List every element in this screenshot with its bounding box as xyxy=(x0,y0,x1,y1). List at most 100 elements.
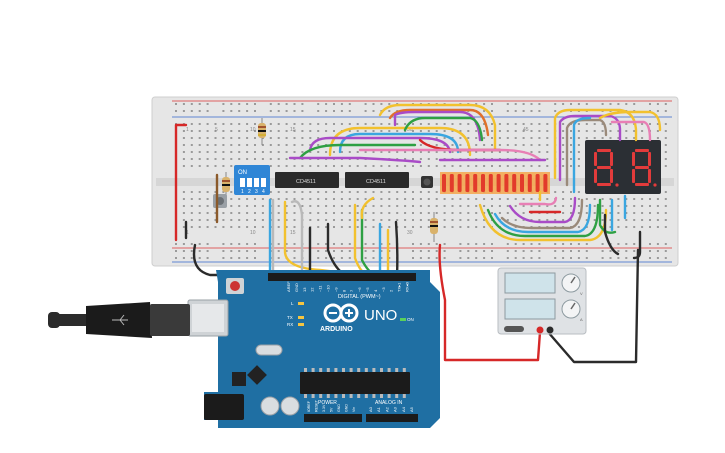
digital-header[interactable] xyxy=(268,273,416,281)
breadboard-hole[interactable] xyxy=(222,130,225,132)
breadboard-hole[interactable] xyxy=(483,243,486,245)
breadboard-hole[interactable] xyxy=(601,130,604,132)
breadboard-hole[interactable] xyxy=(617,250,620,252)
breadboard-hole[interactable] xyxy=(356,151,359,153)
breadboard-hole[interactable] xyxy=(546,130,549,132)
breadboard-hole[interactable] xyxy=(577,205,580,207)
breadboard-hole[interactable] xyxy=(317,257,320,259)
breadboard-hole[interactable] xyxy=(246,144,249,146)
breadboard-hole[interactable] xyxy=(570,219,572,221)
breadboard-hole[interactable] xyxy=(498,144,501,146)
breadboard-hole[interactable] xyxy=(419,165,422,167)
breadboard-hole[interactable] xyxy=(182,151,185,153)
breadboard-hole[interactable] xyxy=(380,130,383,132)
breadboard-hole[interactable] xyxy=(238,151,241,153)
breadboard-hole[interactable] xyxy=(254,212,256,214)
breadboard-hole[interactable] xyxy=(190,137,193,139)
breadboard-hole[interactable] xyxy=(459,165,462,167)
breadboard-hole[interactable] xyxy=(593,198,596,200)
breadboard-hole[interactable] xyxy=(419,144,422,146)
breadboard-hole[interactable] xyxy=(325,219,328,221)
breadboard-hole[interactable] xyxy=(396,123,399,125)
breadboard-hole[interactable] xyxy=(649,257,651,259)
breadboard-hole[interactable] xyxy=(443,205,446,207)
breadboard-hole[interactable] xyxy=(293,151,296,153)
breadboard-hole[interactable] xyxy=(538,110,541,112)
breadboard-hole[interactable] xyxy=(198,198,201,200)
breadboard-hole[interactable] xyxy=(190,110,193,112)
breadboard-hole[interactable] xyxy=(538,144,541,146)
breadboard-hole[interactable] xyxy=(372,226,375,228)
breadboard-hole[interactable] xyxy=(293,123,296,125)
breadboard-hole[interactable] xyxy=(514,103,517,105)
breadboard-hole[interactable] xyxy=(585,250,588,252)
breadboard-hole[interactable] xyxy=(238,226,241,228)
breadboard-hole[interactable] xyxy=(443,226,446,228)
breadboard-hole[interactable] xyxy=(577,257,580,259)
breadboard-hole[interactable] xyxy=(261,144,264,146)
breadboard-hole[interactable] xyxy=(277,130,280,132)
breadboard-hole[interactable] xyxy=(404,198,407,200)
positive-terminal[interactable] xyxy=(536,326,544,334)
breadboard-hole[interactable] xyxy=(475,103,478,105)
breadboard-hole[interactable] xyxy=(570,243,572,245)
breadboard-hole[interactable] xyxy=(372,243,375,245)
breadboard-hole[interactable] xyxy=(419,130,422,132)
breadboard-hole[interactable] xyxy=(427,165,430,167)
breadboard-hole[interactable] xyxy=(309,123,312,125)
breadboard-hole[interactable] xyxy=(459,212,462,214)
breadboard-hole[interactable] xyxy=(617,137,620,139)
breadboard-hole[interactable] xyxy=(246,243,249,245)
breadboard-hole[interactable] xyxy=(230,219,233,221)
dip-switch[interactable]: ON 1 2 3 4 xyxy=(234,165,270,195)
breadboard-hole[interactable] xyxy=(246,212,249,214)
breadboard-hole[interactable] xyxy=(222,212,225,214)
breadboard-hole[interactable] xyxy=(633,212,636,214)
breadboard-hole[interactable] xyxy=(633,219,636,221)
breadboard-hole[interactable] xyxy=(435,151,438,153)
breadboard-hole[interactable] xyxy=(317,110,320,112)
breadboard-hole[interactable] xyxy=(617,205,620,207)
breadboard-hole[interactable] xyxy=(356,191,359,193)
breadboard-hole[interactable] xyxy=(491,212,493,214)
breadboard-hole[interactable] xyxy=(380,123,383,125)
breadboard-hole[interactable] xyxy=(348,130,351,132)
breadboard-hole[interactable] xyxy=(175,243,177,245)
breadboard-hole[interactable] xyxy=(475,205,478,207)
breadboard-hole[interactable] xyxy=(412,257,414,259)
breadboard-hole[interactable] xyxy=(554,243,557,245)
breadboard-hole[interactable] xyxy=(372,212,375,214)
breadboard-hole[interactable] xyxy=(412,191,414,193)
breadboard-hole[interactable] xyxy=(261,205,264,207)
breadboard-hole[interactable] xyxy=(404,151,407,153)
breadboard-hole[interactable] xyxy=(656,205,659,207)
breadboard-hole[interactable] xyxy=(206,165,209,167)
breadboard-hole[interactable] xyxy=(554,103,557,105)
breadboard-hole[interactable] xyxy=(277,165,280,167)
breadboard-hole[interactable] xyxy=(412,243,414,245)
breadboard-hole[interactable] xyxy=(577,226,580,228)
breadboard-hole[interactable] xyxy=(625,250,628,252)
breadboard-hole[interactable] xyxy=(435,123,438,125)
breadboard-hole[interactable] xyxy=(214,226,217,228)
breadboard-hole[interactable] xyxy=(285,226,288,228)
breadboard-hole[interactable] xyxy=(601,250,604,252)
breadboard-hole[interactable] xyxy=(317,123,320,125)
breadboard-hole[interactable] xyxy=(364,191,367,193)
breadboard-hole[interactable] xyxy=(633,243,636,245)
breadboard-hole[interactable] xyxy=(214,158,217,160)
breadboard-hole[interactable] xyxy=(522,137,525,139)
breadboard-hole[interactable] xyxy=(364,226,367,228)
breadboard-hole[interactable] xyxy=(309,219,312,221)
breadboard-hole[interactable] xyxy=(348,110,351,112)
breadboard-hole[interactable] xyxy=(483,103,486,105)
breadboard-hole[interactable] xyxy=(333,250,335,252)
breadboard-hole[interactable] xyxy=(285,151,288,153)
breadboard-hole[interactable] xyxy=(364,165,367,167)
breadboard-hole[interactable] xyxy=(656,137,659,139)
breadboard-hole[interactable] xyxy=(246,219,249,221)
breadboard-hole[interactable] xyxy=(214,144,217,146)
breadboard-hole[interactable] xyxy=(617,219,620,221)
breadboard-hole[interactable] xyxy=(649,123,651,125)
breadboard-hole[interactable] xyxy=(388,130,391,132)
